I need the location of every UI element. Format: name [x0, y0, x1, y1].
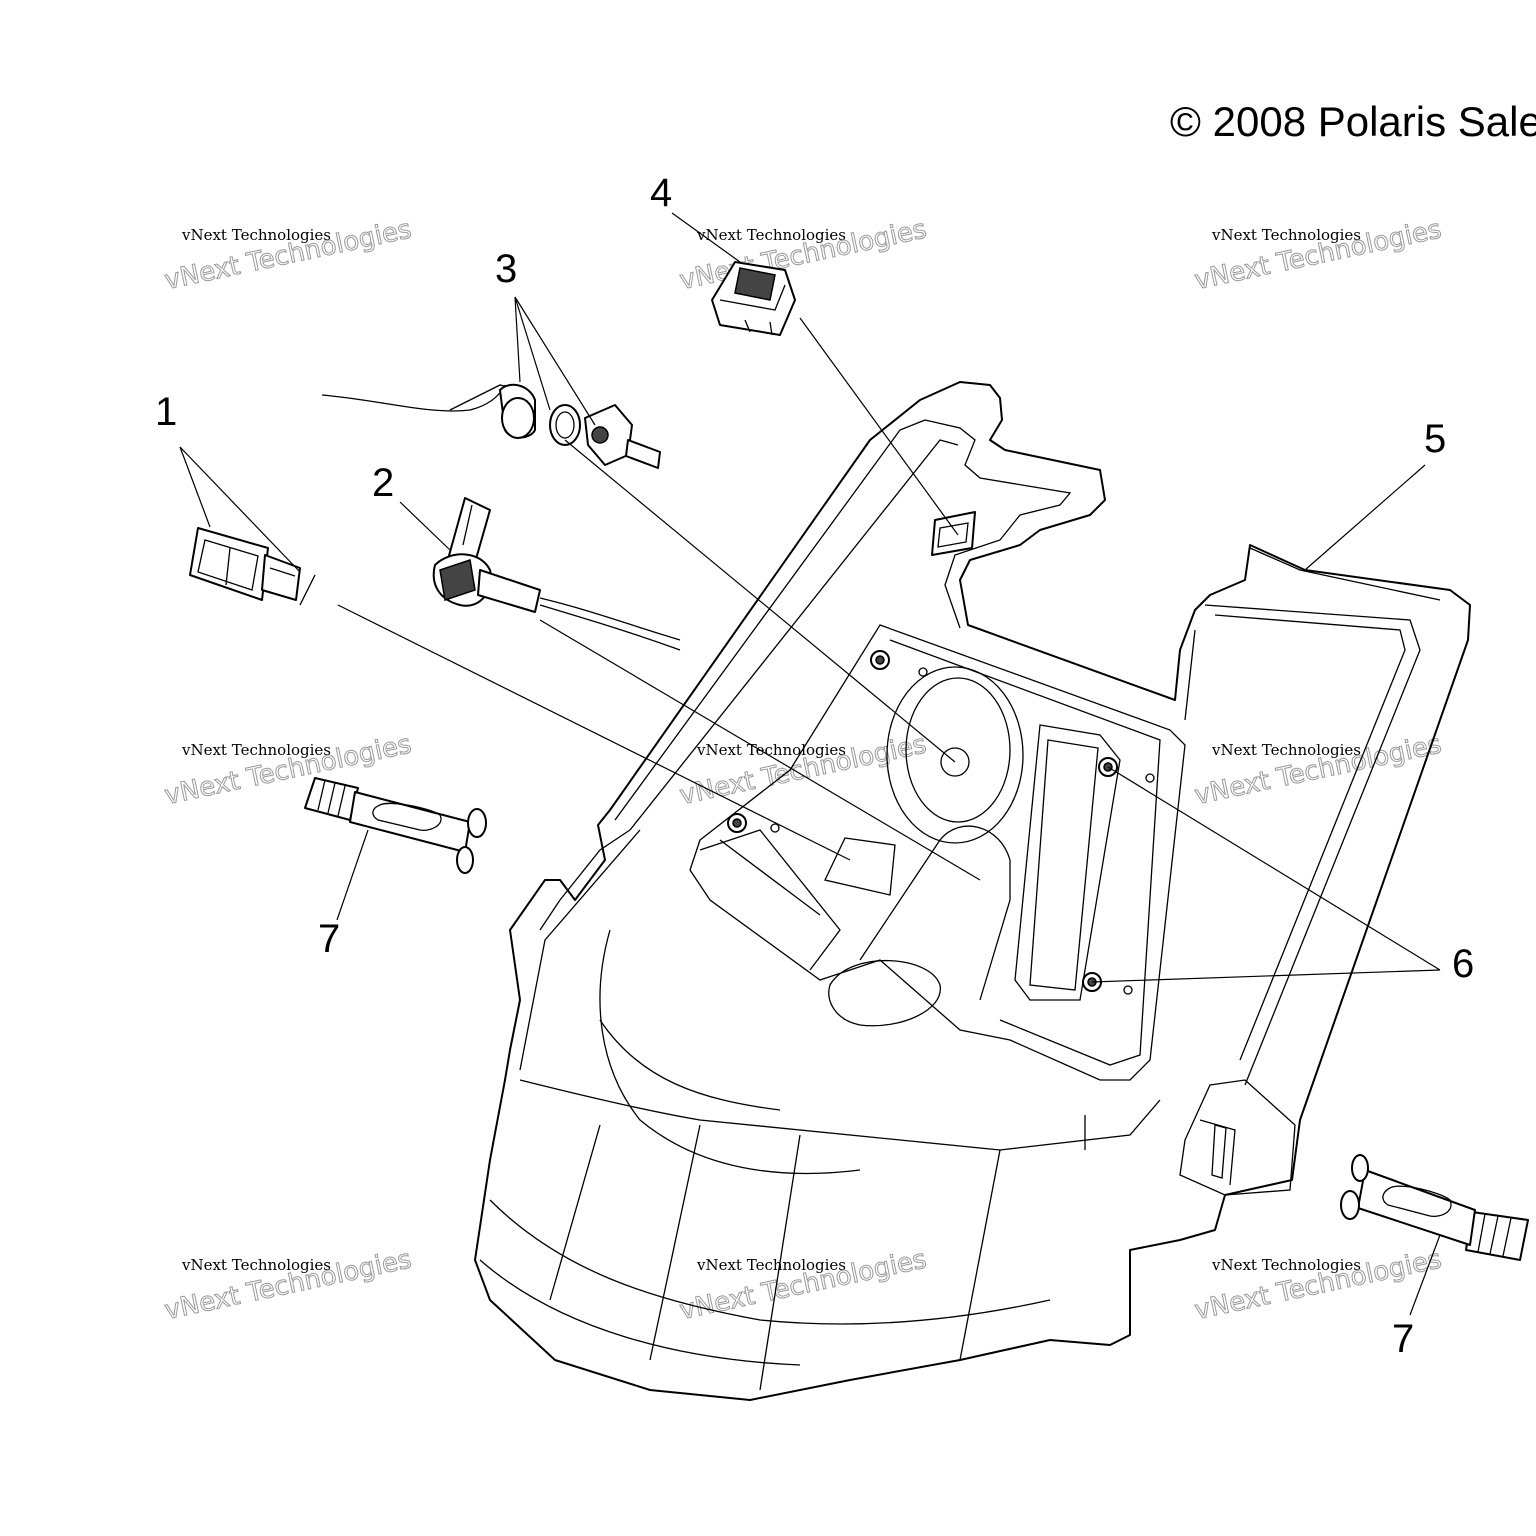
callout-6: 6 — [1452, 942, 1474, 986]
svg-text:vNext Technologies: vNext Technologies — [1211, 741, 1361, 759]
screw — [727, 813, 747, 833]
part-3-sensor — [321, 383, 661, 469]
part-1-switch — [189, 527, 316, 606]
svg-text:vNext Technologies: vNext Technologies — [696, 1256, 846, 1274]
part-4-connector — [711, 261, 796, 336]
part-7-strap-right — [1340, 1154, 1529, 1261]
part-2-sensor — [432, 497, 681, 651]
callout-1: 1 — [155, 390, 177, 434]
watermark: vNext Technologies vNext Technologies — [162, 214, 415, 297]
watermark: vNext Technologies vNext Technologies — [677, 1244, 930, 1327]
watermark: vNext Technologies vNext Technologies — [162, 1244, 415, 1327]
svg-text:vNext Technologies: vNext Technologies — [181, 226, 331, 244]
svg-text:vNext Technologies: vNext Technologies — [1211, 226, 1361, 244]
callout-5: 5 — [1424, 417, 1446, 461]
watermark: vNext Technologies vNext Technologies — [677, 729, 930, 812]
copyright-text: © 2008 Polaris Sale — [1170, 98, 1536, 145]
screw — [870, 650, 890, 670]
watermark: vNext Technologies vNext Technologies — [677, 214, 930, 297]
main-panel-drawing — [474, 381, 1471, 1401]
svg-text:vNext Technologies: vNext Technologies — [696, 226, 846, 244]
callout-7-right: 7 — [1392, 1317, 1414, 1361]
watermark-group: vNext Technologies vNext Technologies vN… — [162, 214, 1445, 1327]
svg-text:vNext Technologies: vNext Technologies — [696, 741, 846, 759]
watermark: vNext Technologies vNext Technologies — [1192, 214, 1445, 297]
svg-text:vNext Technologies: vNext Technologies — [181, 741, 331, 759]
part-7-strap-left — [304, 777, 487, 874]
callout-4: 4 — [650, 171, 672, 215]
callout-2: 2 — [372, 461, 394, 505]
callout-7-left: 7 — [318, 917, 340, 961]
leader-lines — [179, 212, 1441, 1316]
panel-outline — [474, 381, 1471, 1401]
svg-text:vNext Technologies: vNext Technologies — [181, 1256, 331, 1274]
callout-3: 3 — [495, 247, 517, 291]
svg-text:vNext Technologies: vNext Technologies — [1211, 1256, 1361, 1274]
watermark: vNext Technologies vNext Technologies — [1192, 729, 1445, 812]
watermark: vNext Technologies vNext Technologies — [1192, 1244, 1445, 1327]
